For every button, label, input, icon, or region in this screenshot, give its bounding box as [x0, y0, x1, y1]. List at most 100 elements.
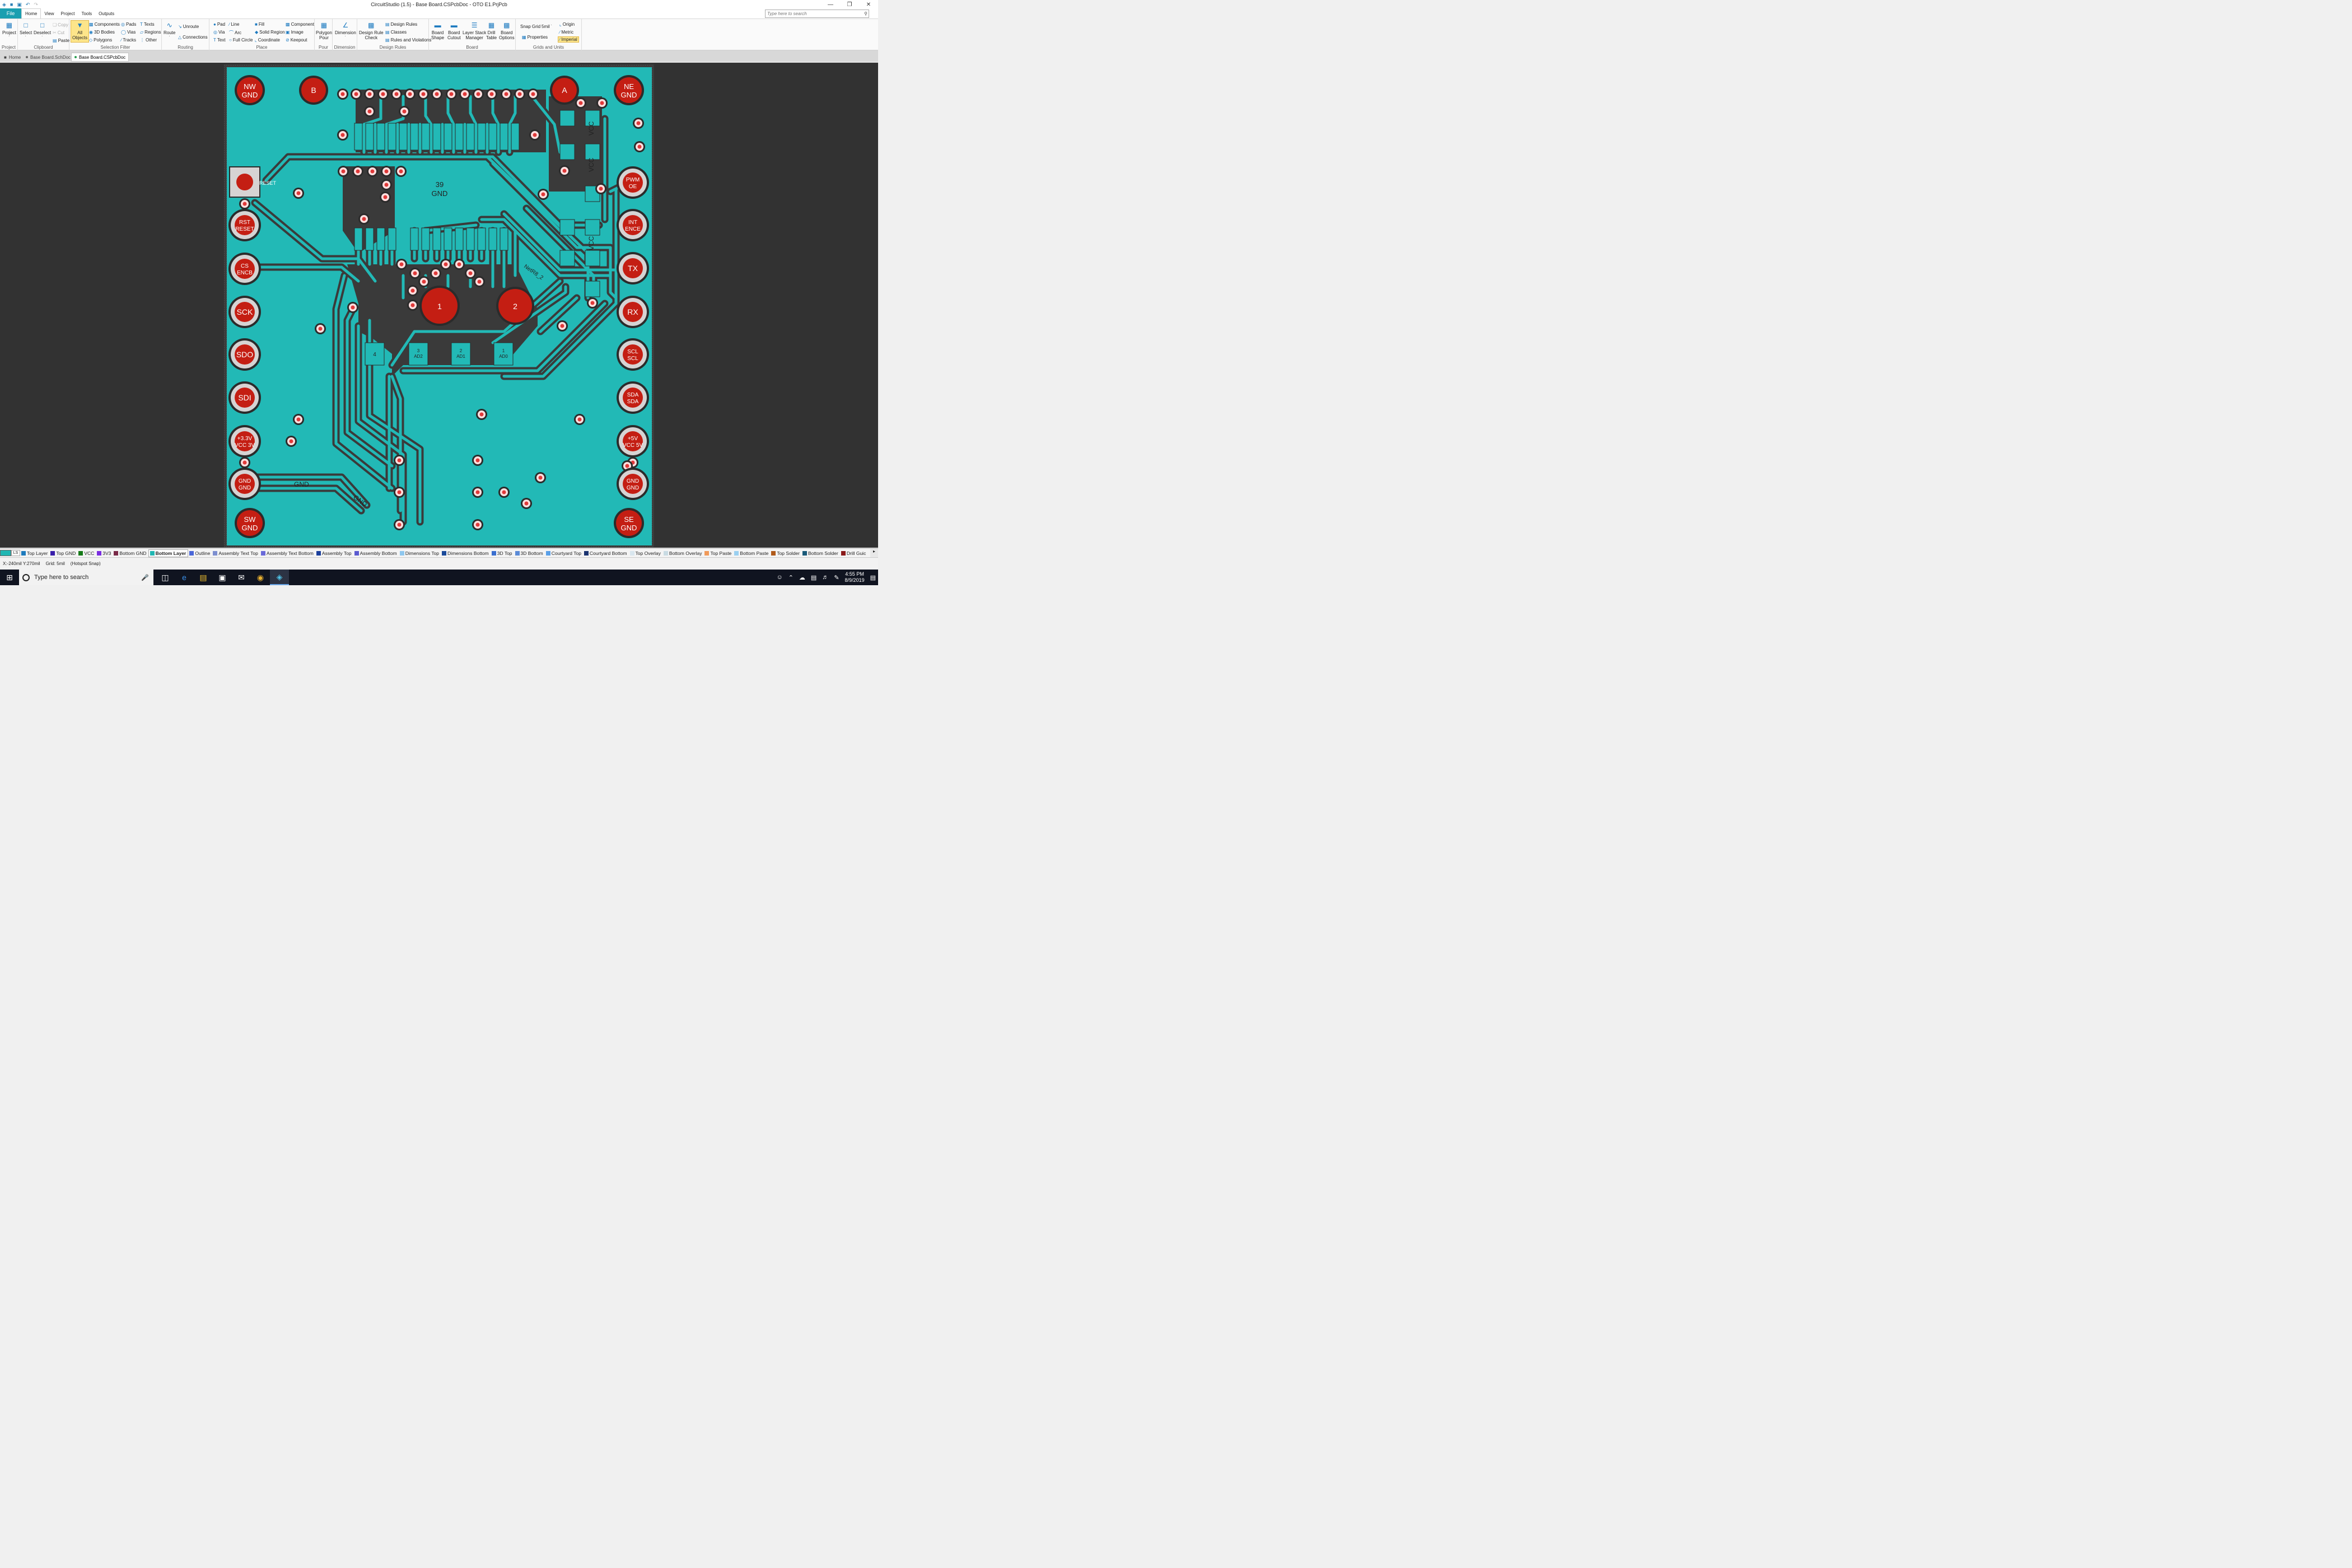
- header-pin-mid[interactable]: [376, 227, 385, 251]
- select-button[interactable]: □ Select ˙: [20, 21, 32, 40]
- snap-grid-dropdown[interactable]: Snap Grid 5mil ˙: [520, 24, 552, 29]
- layer-set-button[interactable]: LS: [0, 549, 20, 557]
- task-view-icon[interactable]: ◫: [161, 572, 169, 582]
- place-solid-region[interactable]: ◆Solid Region: [255, 30, 285, 35]
- header-pin-mid[interactable]: [500, 227, 508, 251]
- header-pin-mid[interactable]: [365, 227, 374, 251]
- unroute-button[interactable]: ↘Unroute: [178, 24, 199, 29]
- layer-tab[interactable]: Dimensions Bottom: [441, 549, 491, 557]
- menu-tools[interactable]: Tools: [81, 11, 92, 16]
- layer-tab[interactable]: Drill Guic: [840, 549, 867, 557]
- search-input[interactable]: Type here to search ⚲: [765, 10, 869, 18]
- header-pin-top[interactable]: [432, 123, 441, 151]
- place-line[interactable]: ∕Line: [229, 22, 239, 27]
- save-icon[interactable]: ■: [10, 2, 13, 7]
- connector-pad[interactable]: [559, 143, 575, 160]
- header-pin-top[interactable]: [455, 123, 464, 151]
- tab-base-board-schdoc[interactable]: Base Board.SchDoc: [23, 53, 73, 62]
- chrome-icon[interactable]: ◉: [256, 572, 264, 582]
- right-pad[interactable]: TX: [617, 252, 649, 284]
- properties-button[interactable]: ▦Properties: [522, 35, 548, 40]
- header-pin-top[interactable]: [354, 123, 363, 151]
- connector-pad[interactable]: [585, 250, 600, 267]
- tab-base-board-cspcbdoc[interactable]: Base Board.CSPcbDoc: [71, 53, 129, 62]
- header-pin-top[interactable]: [365, 123, 374, 151]
- design-rules-button[interactable]: ▤Design Rules: [385, 22, 417, 27]
- people-icon[interactable]: ☺: [776, 574, 783, 581]
- pen-icon[interactable]: ✎: [834, 574, 839, 581]
- app-logo-icon[interactable]: ◈: [2, 1, 6, 7]
- layer-tab[interactable]: VCC: [77, 549, 96, 557]
- copy-button[interactable]: ❏Copy: [53, 22, 68, 27]
- connector-pad[interactable]: [585, 219, 600, 236]
- place-full-circle[interactable]: ○Full Circle: [229, 38, 253, 43]
- header-pin-top[interactable]: [410, 123, 419, 151]
- place-pad[interactable]: ●Pad: [213, 22, 225, 27]
- connector-pad[interactable]: [585, 281, 600, 297]
- onedrive-icon[interactable]: ☁: [799, 574, 805, 581]
- undo-icon[interactable]: ↶: [25, 1, 30, 7]
- filter-pads[interactable]: ◎Pads: [121, 22, 136, 27]
- search-icon[interactable]: ⚲: [864, 11, 867, 16]
- layer-tab[interactable]: 3D Bottom: [514, 549, 545, 557]
- circuitstudio-taskbar-icon[interactable]: ◈: [270, 570, 289, 585]
- connector-pad[interactable]: [585, 143, 600, 160]
- taskbar-clock[interactable]: 4:55 PM 8/9/2019: [845, 571, 865, 584]
- header-pin-top[interactable]: [388, 123, 396, 151]
- connector-pad[interactable]: [559, 250, 575, 267]
- redo-icon[interactable]: ↷: [34, 1, 38, 7]
- connector-pad[interactable]: [559, 110, 575, 127]
- place-arc[interactable]: ⌒Arc: [229, 30, 241, 36]
- layer-tab[interactable]: Assembly Top: [315, 549, 353, 557]
- header-pin-mid[interactable]: [388, 227, 396, 251]
- drill-table-button[interactable]: ▦ Drill Table: [486, 21, 497, 40]
- filter-components[interactable]: ▩Components: [89, 22, 120, 27]
- microphone-icon[interactable]: 🎤: [141, 574, 149, 581]
- filter-tracks[interactable]: ∕Tracks: [121, 38, 136, 43]
- tab-home[interactable]: ■Home: [1, 53, 24, 62]
- place-keepout[interactable]: ⊘Keepout: [286, 38, 307, 43]
- header-pin-mid[interactable]: [432, 227, 441, 251]
- save-all-icon[interactable]: ▣: [17, 1, 22, 7]
- design-rule-check-button[interactable]: ▩ Design Rule Check: [359, 21, 384, 40]
- header-pin-top[interactable]: [399, 123, 408, 151]
- dimension-button[interactable]: ∠ Dimension ˙: [335, 21, 356, 40]
- header-pin-top[interactable]: [444, 123, 452, 151]
- place-image[interactable]: ▣Image: [286, 30, 304, 35]
- place-fill[interactable]: ■Fill: [255, 22, 264, 27]
- header-pin-mid[interactable]: [421, 227, 430, 251]
- layer-tab[interactable]: Bottom GND: [113, 549, 148, 557]
- menu-project[interactable]: Project: [60, 11, 75, 16]
- taskbar-search[interactable]: Type here to search 🎤: [19, 570, 153, 585]
- layer-tab[interactable]: Top Paste: [703, 549, 733, 557]
- chevron-up-icon[interactable]: ⌃: [788, 574, 794, 581]
- layer-tab[interactable]: Assembly Text Bottom: [260, 549, 315, 557]
- filter-polygons[interactable]: ◇Polygons: [89, 38, 112, 43]
- menu-home[interactable]: Home: [21, 8, 41, 18]
- mount-hole-2[interactable]: 2: [496, 287, 534, 325]
- right-pad[interactable]: RX: [617, 296, 649, 328]
- mail-icon[interactable]: ✉: [238, 572, 245, 582]
- layer-tab[interactable]: Dimensions Top: [399, 549, 441, 557]
- layer-tab[interactable]: Assembly Bottom: [353, 549, 399, 557]
- windows-start-icon[interactable]: ⊞: [6, 572, 13, 582]
- layer-tab[interactable]: Top Overlay: [629, 549, 662, 557]
- layer-tabs-scroll-icon[interactable]: ▸: [870, 549, 878, 557]
- board-shape-button[interactable]: ▬ Board Shape: [431, 21, 444, 40]
- layer-tab[interactable]: 3V3: [96, 549, 113, 557]
